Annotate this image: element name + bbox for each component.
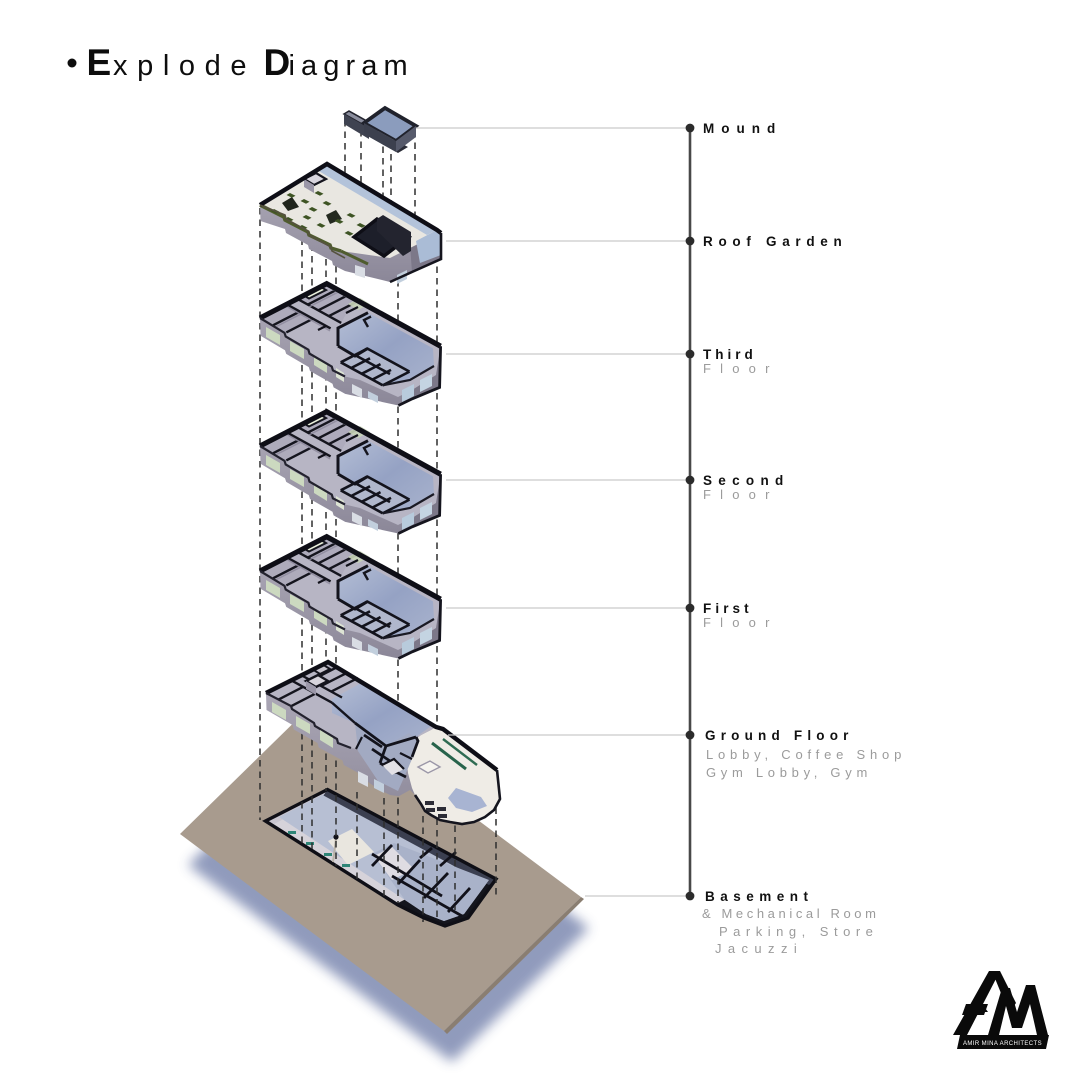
svg-text:xplode: xplode [113,50,256,82]
svg-text:iagram: iagram [289,50,414,82]
svg-text:Jacuzzi: Jacuzzi [715,941,803,956]
svg-text:D: D [264,42,291,83]
svg-text:Floor: Floor [703,361,779,376]
svg-text:Basement: Basement [705,889,814,904]
svg-text:AMIR MINA ARCHITECTS: AMIR MINA ARCHITECTS [963,1041,1042,1047]
svg-text:Ground Floor: Ground Floor [705,728,854,743]
svg-text:E: E [87,42,112,83]
svg-text:Mound: Mound [703,121,782,136]
svg-text:First: First [703,601,753,616]
svg-text:Floor: Floor [703,487,779,502]
svg-text:Lobby, Coffee Shop: Lobby, Coffee Shop [706,747,906,762]
svg-text:Floor: Floor [703,615,779,630]
svg-text:Gym Lobby, Gym: Gym Lobby, Gym [706,765,872,780]
svg-text:& Mechanical Room: & Mechanical Room [702,906,880,921]
svg-text:Third: Third [703,347,757,362]
svg-text:Roof Garden: Roof Garden [703,234,847,249]
svg-text:Second: Second [703,473,790,488]
svg-text:Parking, Store: Parking, Store [719,924,878,939]
